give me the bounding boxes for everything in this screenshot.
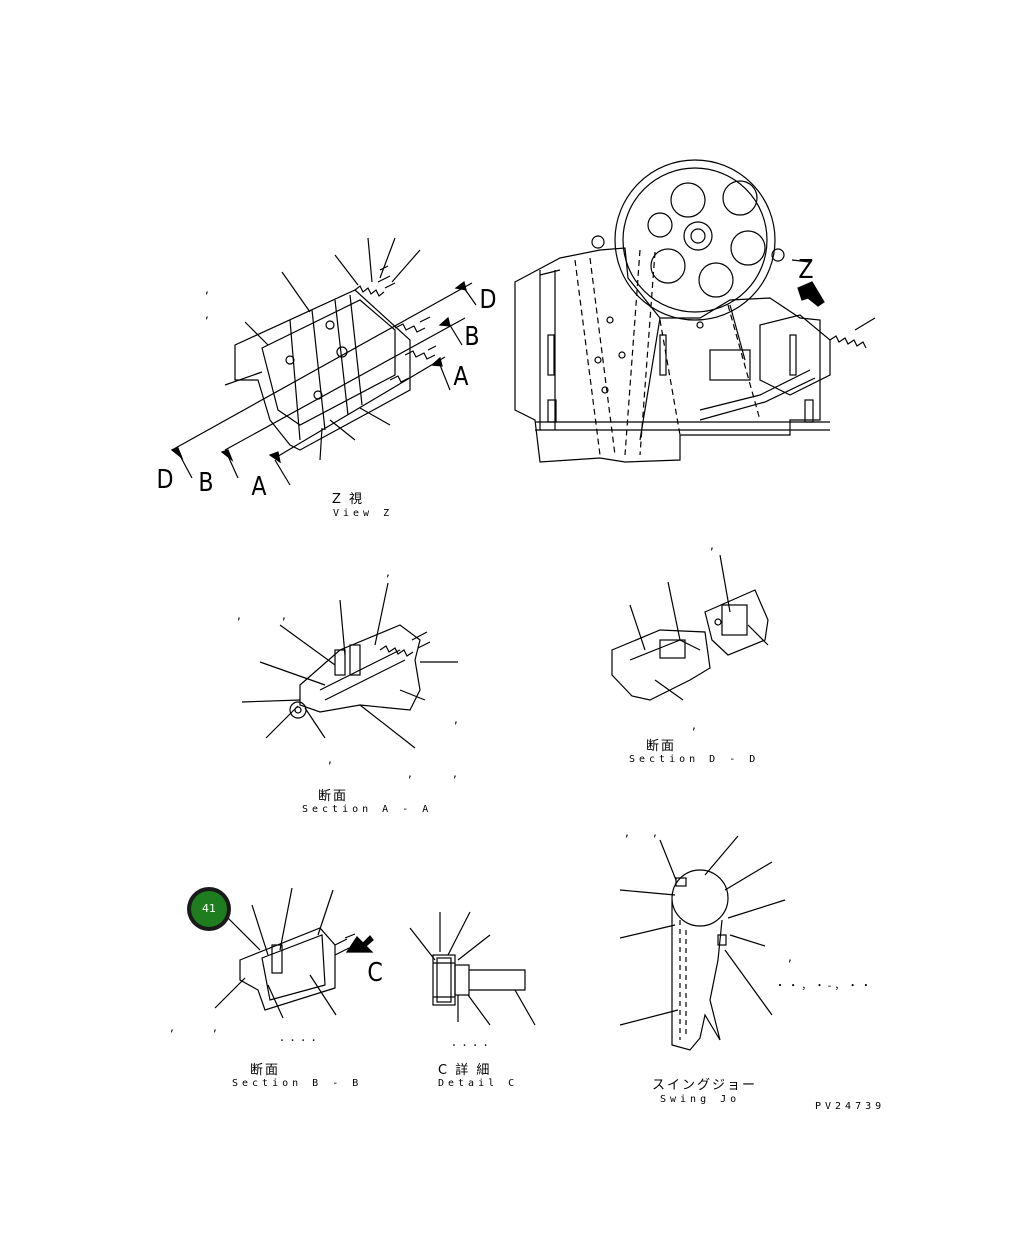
comma-mark: ,: [205, 307, 209, 321]
marker-c: C: [367, 958, 383, 988]
comma-mark: ,: [653, 825, 657, 839]
comma-mark: ,: [328, 752, 332, 766]
detail-c-dots: ・ ・ ・ ・: [450, 1041, 490, 1050]
part-callout-number: 41: [191, 891, 227, 927]
comma-mark: ,: [213, 1020, 217, 1034]
detail-c-title-jp: C 詳 細: [438, 1063, 492, 1078]
marker-z: Z: [798, 255, 814, 285]
section-a-a-drawing: [241, 582, 458, 749]
comma-mark: ,: [454, 712, 458, 726]
section-d-d-drawing: [611, 554, 769, 701]
comma-mark: ,: [625, 825, 629, 839]
section-aa-title-jp: 断面: [318, 789, 349, 804]
drawing-id: PV24739: [815, 1101, 886, 1112]
comma-mark: ,: [408, 766, 412, 780]
view-z-title-jp: Z 視: [332, 492, 365, 507]
section-aa-title-en: Section A - A: [302, 804, 433, 815]
section-bb-title-en: Section B - B: [232, 1078, 363, 1089]
marker-b-left: B: [198, 468, 214, 498]
marker-b-right: B: [464, 322, 480, 352]
swing-jaw-title-en: Swing Jo: [660, 1094, 741, 1105]
comma-mark: ,: [386, 565, 390, 579]
part-callout-badge[interactable]: 41: [187, 887, 231, 931]
section-b-b-drawing: [214, 887, 374, 1019]
section-bb-title-jp: 断面: [250, 1063, 281, 1078]
section-dd-title-jp: 断面: [646, 739, 677, 754]
comma-mark: ,: [170, 1020, 174, 1034]
view-z-title-en: View Z: [333, 508, 394, 519]
swing-jaw-title-jp: スイングジョー: [652, 1078, 758, 1093]
comma-mark: ,: [710, 538, 714, 552]
detail-c-drawing: [409, 911, 536, 1026]
crusher-assembly-drawing: [514, 159, 876, 463]
swing-jaw-drawing: [619, 835, 786, 1051]
comma-mark: ,: [237, 608, 241, 622]
comma-mark: ,: [788, 950, 792, 964]
section-bb-dots: ・ ・ ・ ・: [278, 1036, 318, 1045]
comma-mark: ,: [692, 718, 696, 732]
comma-mark: ,: [282, 608, 286, 622]
marker-a-right: A: [453, 362, 469, 392]
comma-mark: ,: [205, 282, 209, 296]
marker-d-left: D: [156, 465, 174, 495]
swing-jaw-dots: ・ ・ ， ・ ‐ ， ・ ・: [775, 981, 871, 992]
marker-d-right: D: [479, 285, 497, 315]
marker-a-left: A: [251, 472, 267, 502]
section-dd-title-en: Section D - D: [629, 754, 760, 765]
comma-mark: ,: [453, 766, 457, 780]
detail-c-title-en: Detail C: [438, 1078, 519, 1089]
view-z-drawing: [170, 237, 477, 486]
